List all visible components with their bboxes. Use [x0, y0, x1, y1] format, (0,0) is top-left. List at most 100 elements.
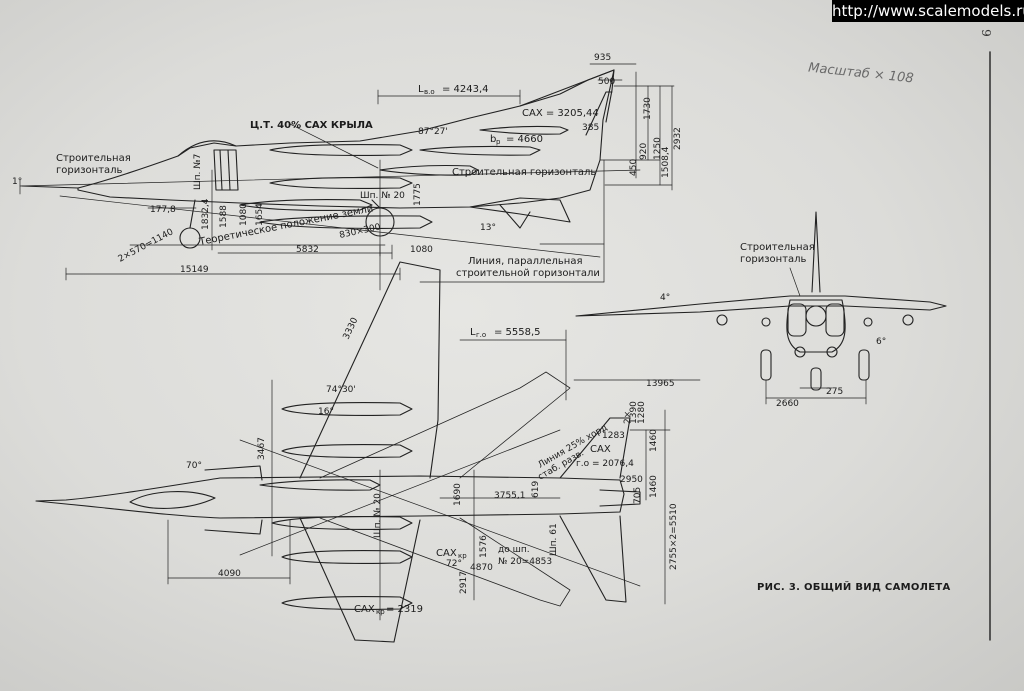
dim-3755: 3755,1 [494, 491, 526, 501]
plan-view [35, 261, 641, 643]
dim-1460b: 1460 [649, 475, 659, 498]
angle-16: 16° [318, 407, 334, 417]
plan-dimension-lines [167, 245, 701, 621]
dim-4870: 4870 [470, 563, 493, 573]
dim-177: 177,8 [150, 205, 176, 215]
side-view [21, 69, 615, 249]
side-intake [213, 149, 239, 191]
dim-2755: 2755×2=5510 [669, 503, 679, 570]
plan-stabilizer-upper [559, 417, 631, 479]
do-shp-value: № 20=4853 [498, 557, 552, 567]
l-go-value: = 5558,5 [494, 327, 541, 338]
front-gear-right [858, 349, 870, 381]
dim-1832: 1832,4 [201, 198, 211, 230]
frame-20: Шп. № 20 [360, 191, 405, 201]
l-vo-value: = 4243,4 [442, 84, 489, 95]
plan-wing-swept [299, 261, 441, 479]
l-go-sub: г.о [476, 331, 486, 339]
plan-canopy [129, 491, 216, 509]
dim-1588: 1588 [219, 205, 229, 228]
b-value: = 4660 [506, 134, 543, 145]
front-fin [811, 211, 821, 293]
plan-fuselage-outline [35, 475, 625, 519]
sax-go: САХ [590, 444, 611, 455]
dim-830: 830×300 [339, 222, 382, 241]
front-gear-left [760, 349, 772, 381]
plan-wing-spread [319, 371, 571, 479]
front-nose-circle [805, 305, 827, 327]
plan-intake-upper [204, 465, 263, 481]
dim-1460a: 1460 [649, 429, 659, 452]
dim-935: 935 [594, 53, 611, 63]
dim-4090: 4090 [218, 569, 241, 579]
dim-13965: 13965 [646, 379, 675, 389]
front-wing [575, 295, 947, 317]
front-dimension-lines [765, 267, 867, 405]
sax-kr-2: САХ [354, 604, 375, 615]
angle-1: 1° [12, 177, 22, 187]
dim-619: 619 [531, 481, 541, 498]
plan-stabilizer-lower [559, 515, 627, 603]
plan-missiles [259, 402, 413, 610]
frame-7: Шп. №7 [193, 154, 203, 190]
l-vo-sub: в.о [424, 88, 435, 96]
dim-1775: 1775 [413, 183, 423, 206]
plan-frame-61: Шп. 61 [549, 523, 559, 556]
dim-1390: 1390 [629, 401, 639, 424]
angle-74: 74°30' [326, 385, 356, 395]
parallel-line-1: Линия, параллельная [468, 256, 582, 267]
dim-2950: 2950 [620, 475, 643, 485]
dim-2x: 2× [623, 411, 633, 424]
side-fuselage-outline [77, 69, 615, 209]
angle-4: 4° [660, 293, 670, 303]
front-view [575, 211, 947, 391]
watermark-url: http://www.scalemodels.ru [832, 0, 1024, 22]
dim-3467: 3467 [257, 437, 267, 460]
plan-wing-spread-lower [319, 517, 571, 607]
nose-probe [21, 185, 79, 189]
plan-wing-swept-lower [299, 517, 421, 643]
sax-value: САХ = 3205,44 [522, 108, 599, 119]
side-tail-fin [519, 69, 615, 123]
dim-1280: 1280 [637, 401, 647, 424]
sax-go-value: г.о = 2076,4 [576, 459, 634, 469]
front-fuselage [786, 299, 846, 353]
angle-6: 6° [876, 337, 886, 347]
plan-nozzle [599, 489, 641, 507]
do-shp: до шп. [498, 545, 530, 555]
side-canopy [177, 140, 237, 157]
dim-920: 920 [639, 143, 649, 160]
sax-kr-1: САХ [436, 548, 457, 559]
page-number: 9 [978, 29, 993, 37]
side-missiles [239, 125, 569, 229]
dim-1730: 1730 [643, 97, 653, 120]
l-vo-symbol: L [418, 84, 424, 95]
front-gear-nose [810, 367, 822, 391]
figure-caption: РИС. 3. ОБЩИЙ ВИД САМОЛЕТА [757, 582, 951, 593]
dim-2660: 2660 [776, 399, 799, 409]
front-intake-left [787, 303, 807, 337]
angle-13: 13° [480, 223, 496, 233]
sax-kr-2-sub: кр [376, 608, 385, 616]
dim-3330: 3330 [342, 316, 361, 341]
dim-385: 385 [582, 123, 599, 133]
plan-frame-20: Шп. № 20 [373, 493, 383, 538]
dim-5832: 5832 [296, 245, 319, 255]
side-dimension-lines [19, 63, 675, 283]
dim-275: 275 [826, 387, 843, 397]
b-sub: р [496, 138, 501, 146]
dim-2917: 2917 [459, 571, 469, 594]
dim-500: 500 [598, 77, 615, 87]
side-construction-label-1: Строительная [56, 153, 131, 164]
side-construction-label-2: горизонталь [56, 165, 123, 176]
angle-72: 72° [446, 559, 462, 569]
dim-1576: 1576 [479, 535, 489, 558]
parallel-line-2: строительной горизонтали [456, 268, 600, 279]
dim-1508: 1508,4 [661, 146, 671, 178]
dim-1080v: 1080 [239, 203, 249, 226]
dim-1080: 1080 [410, 245, 433, 255]
side-stabilizer [469, 197, 571, 223]
side-construction-mid: Строительная горизонталь [452, 167, 596, 178]
